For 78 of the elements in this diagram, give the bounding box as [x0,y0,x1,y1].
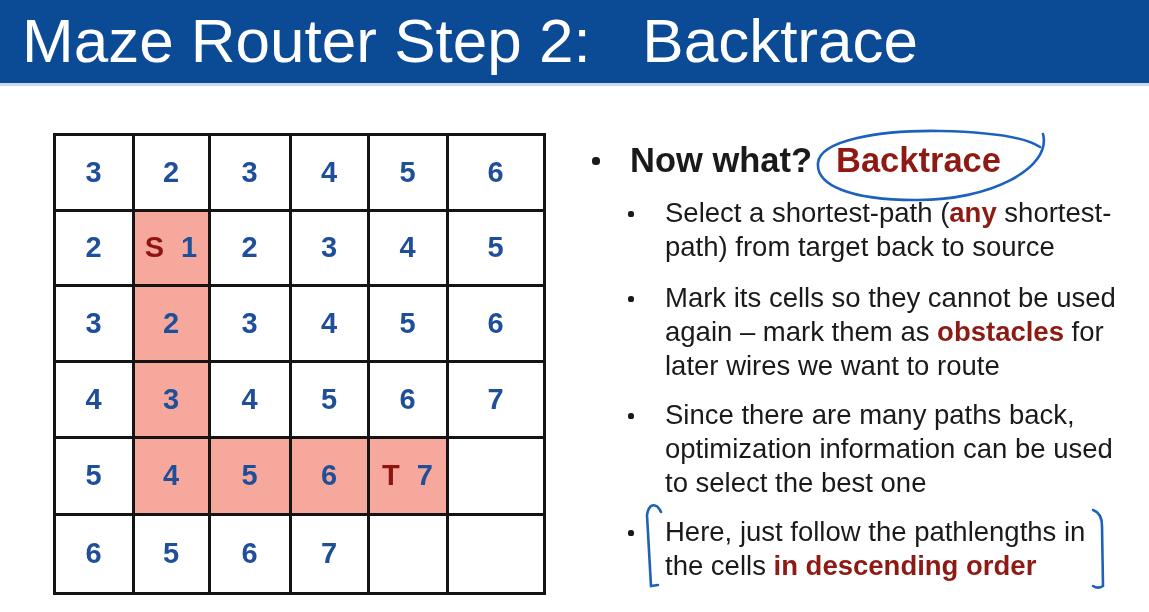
cell-letter: S [144,233,165,262]
path-cell [210,438,292,516]
cell-number: 4 [320,157,338,187]
grid-cell [291,515,370,595]
path-cell [369,438,449,516]
grid-cell [448,132,546,212]
path-cell [134,211,211,287]
grid-cell [448,438,546,516]
grid-cell [369,211,449,287]
cell-number: 4 [85,384,102,414]
cell-number: 3 [85,308,102,338]
grid-cell [210,515,292,595]
cell-number: 5 [487,233,504,262]
path-cell [134,286,211,363]
cell-number: 3 [241,308,258,338]
cell-number: 5 [85,461,102,490]
grid-cell [369,132,449,212]
grid-cell [448,286,546,363]
grid-cell [369,286,449,363]
cell-number: 2 [85,233,102,262]
cell-number: 6 [487,157,504,187]
cell-number: 6 [487,308,504,338]
grid-cell [52,132,135,212]
grid-cell [52,515,135,595]
cell-number: 1 [181,233,198,262]
grid-cell [210,362,292,439]
grid-cell [291,132,370,212]
cell-number: 5 [320,384,338,414]
grid-cell [210,211,292,287]
path-cell [134,438,211,516]
grid-cell [134,515,211,595]
path-cell [134,362,211,439]
cell-number: 7 [416,461,433,490]
heading-text: Now what? [630,140,813,180]
cell-number: 3 [162,384,180,414]
bullet-text: Since there are many paths back, optimization information can be used to select the best one [665,398,1114,500]
cell-number: 4 [241,384,258,414]
grid-cell [369,515,449,595]
bullet-text: Mark its cells so they cannot be used again – mark them as obstacles for later wires we want to route [665,281,1117,383]
bullet-text: Here, just follow the pathlengths in the cells in descending order [665,515,1087,583]
grid-cell [52,286,135,363]
grid-cell [134,132,211,212]
cell-number: 6 [85,539,102,568]
cell-number: 5 [399,308,416,338]
cell-number: 4 [162,461,180,490]
cell-number: 4 [399,233,416,262]
bullet-text: Select a shortest-path (any shortest-path) from target back to source [665,196,1113,264]
cell-number: 7 [320,539,338,568]
cell-number: 2 [241,233,258,262]
cell-number: 3 [241,157,258,187]
grid-cell [448,211,546,287]
cell-number: 2 [162,157,180,187]
grid-cell [448,362,546,439]
grid-cell [291,362,370,439]
grid-cell [52,438,135,516]
cell-number: 7 [487,384,504,414]
path-cell [291,438,370,516]
grid-cell [210,132,292,212]
cell-number: 2 [162,308,180,338]
cell-number: 6 [241,539,258,568]
keyword-text: Backtrace [836,140,1001,180]
grid-cell [291,286,370,363]
grid-cell [448,515,546,595]
cell-number: 6 [320,461,338,490]
cell-number: 5 [162,539,180,568]
cell-number: 4 [320,308,338,338]
cell-letter: T [382,461,400,490]
grid-cell [52,211,135,287]
grid-cell [291,211,370,287]
grid-cell [52,362,135,439]
cell-number: 6 [399,384,416,414]
grid-cell [369,362,449,439]
cell-number: 5 [399,157,416,187]
cell-number: 3 [320,233,338,262]
slide-title: Maze Router Step 2: Backtrace [22,5,918,77]
cell-number: 5 [241,461,258,490]
grid-cell [210,286,292,363]
cell-number: 3 [85,157,102,187]
